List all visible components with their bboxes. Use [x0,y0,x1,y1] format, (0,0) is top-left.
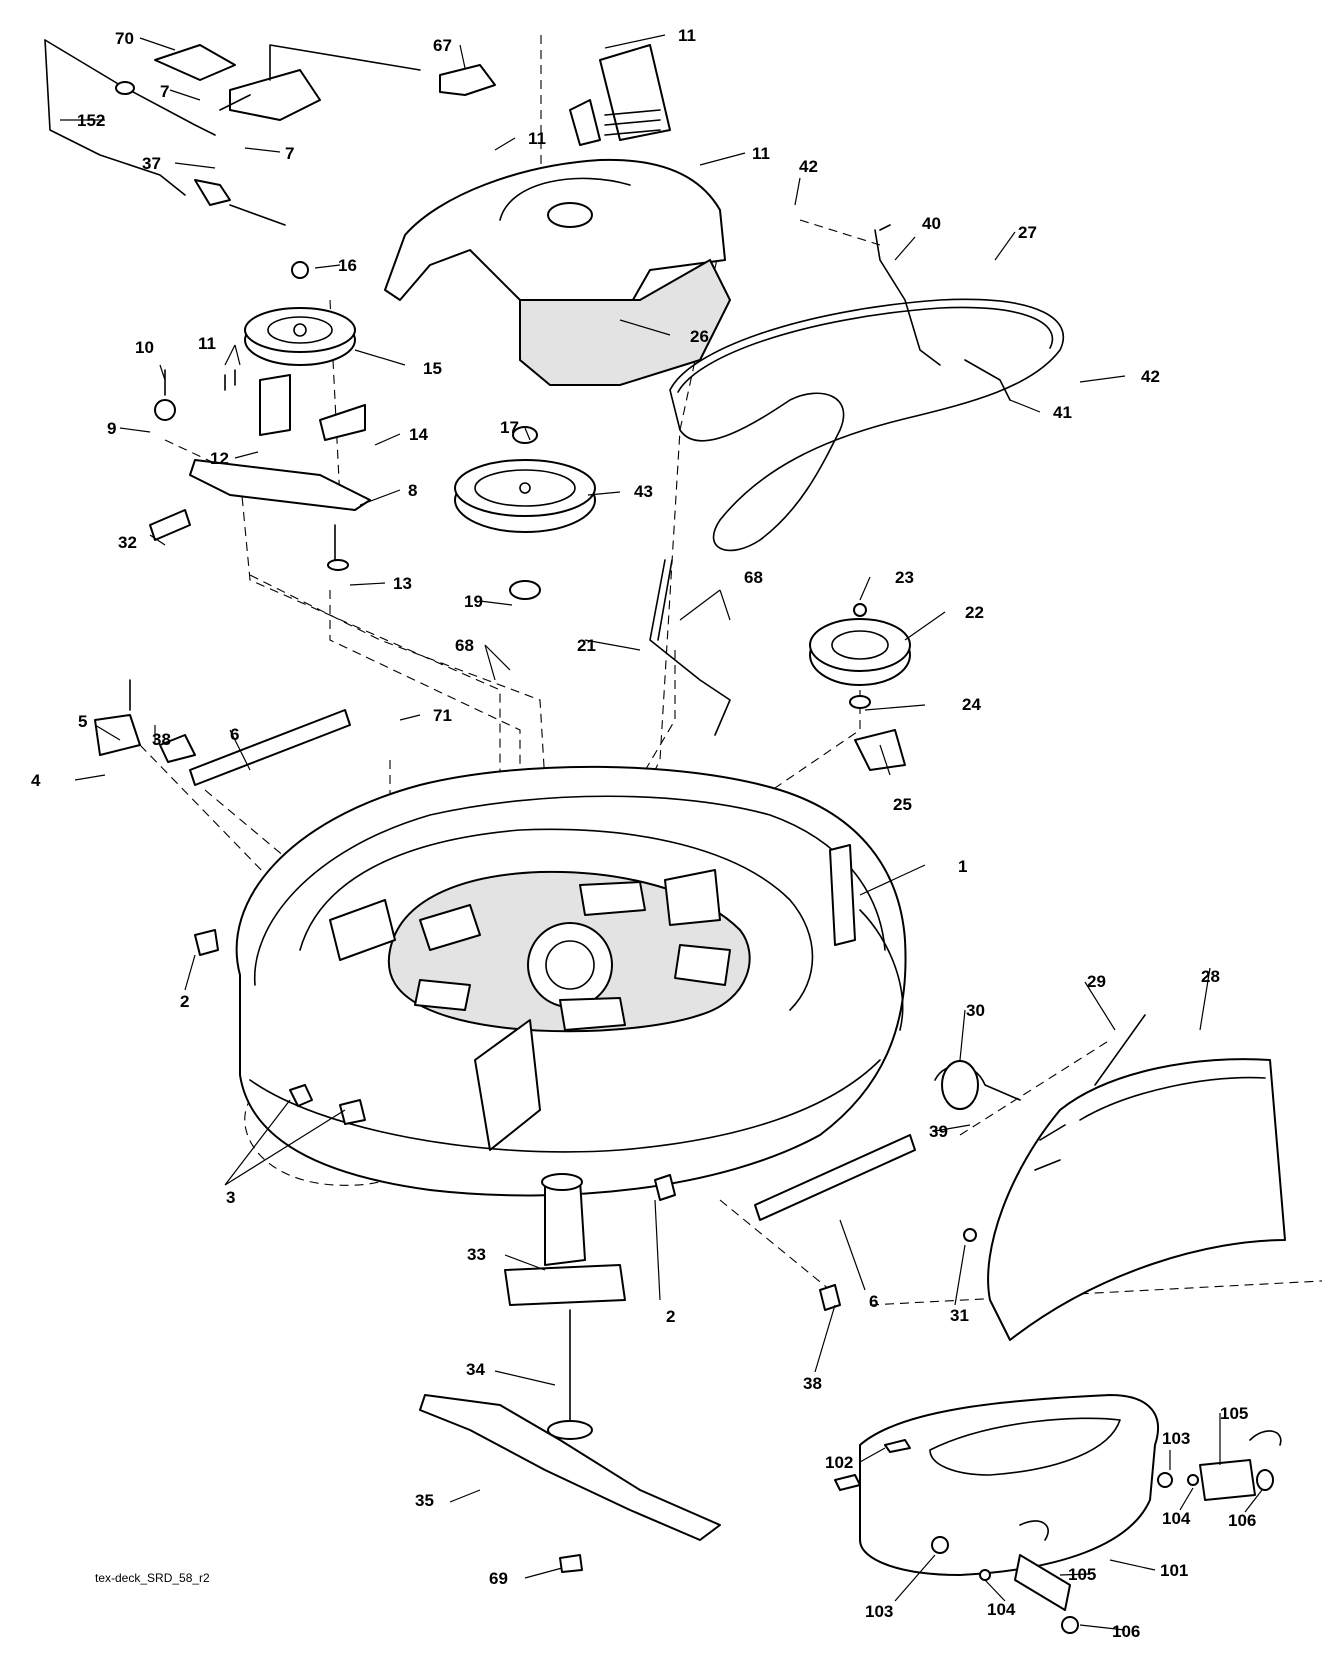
callout-1: 1 [958,857,967,876]
callout-25: 25 [893,795,912,814]
callout-22: 22 [965,603,984,622]
callout-41: 41 [1053,403,1072,422]
callout-7: 7 [160,82,169,101]
callout-68: 68 [744,568,763,587]
callout-152: 152 [77,111,105,130]
callout-12: 12 [210,449,229,468]
callout-104: 104 [1162,1509,1191,1528]
height-adjuster-knob [439,64,496,96]
callout-11: 11 [678,26,696,45]
callout-2: 2 [666,1307,675,1326]
callout-34: 34 [466,1360,485,1379]
callout-33: 33 [467,1245,486,1264]
diagram-code: tex-deck_SRD_58_r2 [95,1571,210,1585]
callout-14: 14 [409,425,428,444]
callout-42: 42 [1141,367,1160,386]
callout-30: 30 [966,1001,985,1020]
callout-103: 103 [1162,1429,1190,1448]
callout-7: 7 [285,144,294,163]
callout-27: 27 [1018,223,1037,242]
callout-40: 40 [922,214,941,233]
callout-43: 43 [634,482,653,501]
callout-19: 19 [464,592,483,611]
callout-70: 70 [115,29,134,48]
callout-labels: 70 67 11 7 152 11 7 11 42 37 16 40 27 10… [31,26,1256,1641]
mulch-plug-assembly [834,1394,1282,1634]
callout-38: 38 [803,1374,822,1393]
callout-11: 11 [528,129,546,148]
left-side-hardware [94,679,366,1125]
callout-15: 15 [423,359,442,378]
callout-6: 6 [869,1292,878,1311]
callout-28: 28 [1201,967,1220,986]
drive-belt [669,224,1065,552]
callout-21: 21 [577,636,596,655]
callout-26: 26 [690,327,709,346]
callout-38: 38 [152,730,171,749]
mower-deck [235,765,907,1197]
callout-67: 67 [433,36,452,55]
spindle-blade-assembly [419,1173,721,1573]
callout-17: 17 [500,418,519,437]
callout-13: 13 [393,574,412,593]
callout-10: 10 [135,338,154,357]
right-lower-hardware [654,1134,916,1311]
callout-105: 105 [1220,1404,1248,1423]
callout-68: 68 [455,636,474,655]
callout-42: 42 [799,157,818,176]
idler-arm-assembly [649,559,911,771]
callout-3: 3 [226,1188,235,1207]
callout-16: 16 [338,256,357,275]
callout-11: 11 [752,144,770,163]
callout-106: 106 [1228,1511,1256,1530]
callout-104: 104 [987,1600,1016,1619]
callout-4: 4 [31,771,41,790]
callout-35: 35 [415,1491,434,1510]
callout-101: 101 [1160,1561,1188,1580]
callout-23: 23 [895,568,914,587]
callout-103: 103 [865,1602,893,1621]
callout-32: 32 [118,533,137,552]
callout-105: 105 [1068,1565,1096,1584]
callout-71: 71 [433,706,452,725]
callout-29: 29 [1087,972,1106,991]
control-linkage [44,39,421,226]
callout-11: 11 [198,334,216,353]
callout-102: 102 [825,1453,853,1472]
callout-leaders [60,34,1263,1631]
callout-8: 8 [408,481,417,500]
callout-69: 69 [489,1569,508,1588]
callout-31: 31 [950,1306,969,1325]
callout-2: 2 [180,992,189,1011]
callout-24: 24 [962,695,981,714]
idler-pulley-assembly [149,261,371,571]
callout-39: 39 [929,1122,948,1141]
callout-6: 6 [230,725,239,744]
callout-106: 106 [1112,1622,1140,1641]
callout-9: 9 [107,419,116,438]
callout-37: 37 [142,154,161,173]
belt-guard [384,44,732,386]
discharge-chute [934,1014,1286,1341]
callout-5: 5 [78,712,87,731]
drive-pulley [454,426,596,600]
